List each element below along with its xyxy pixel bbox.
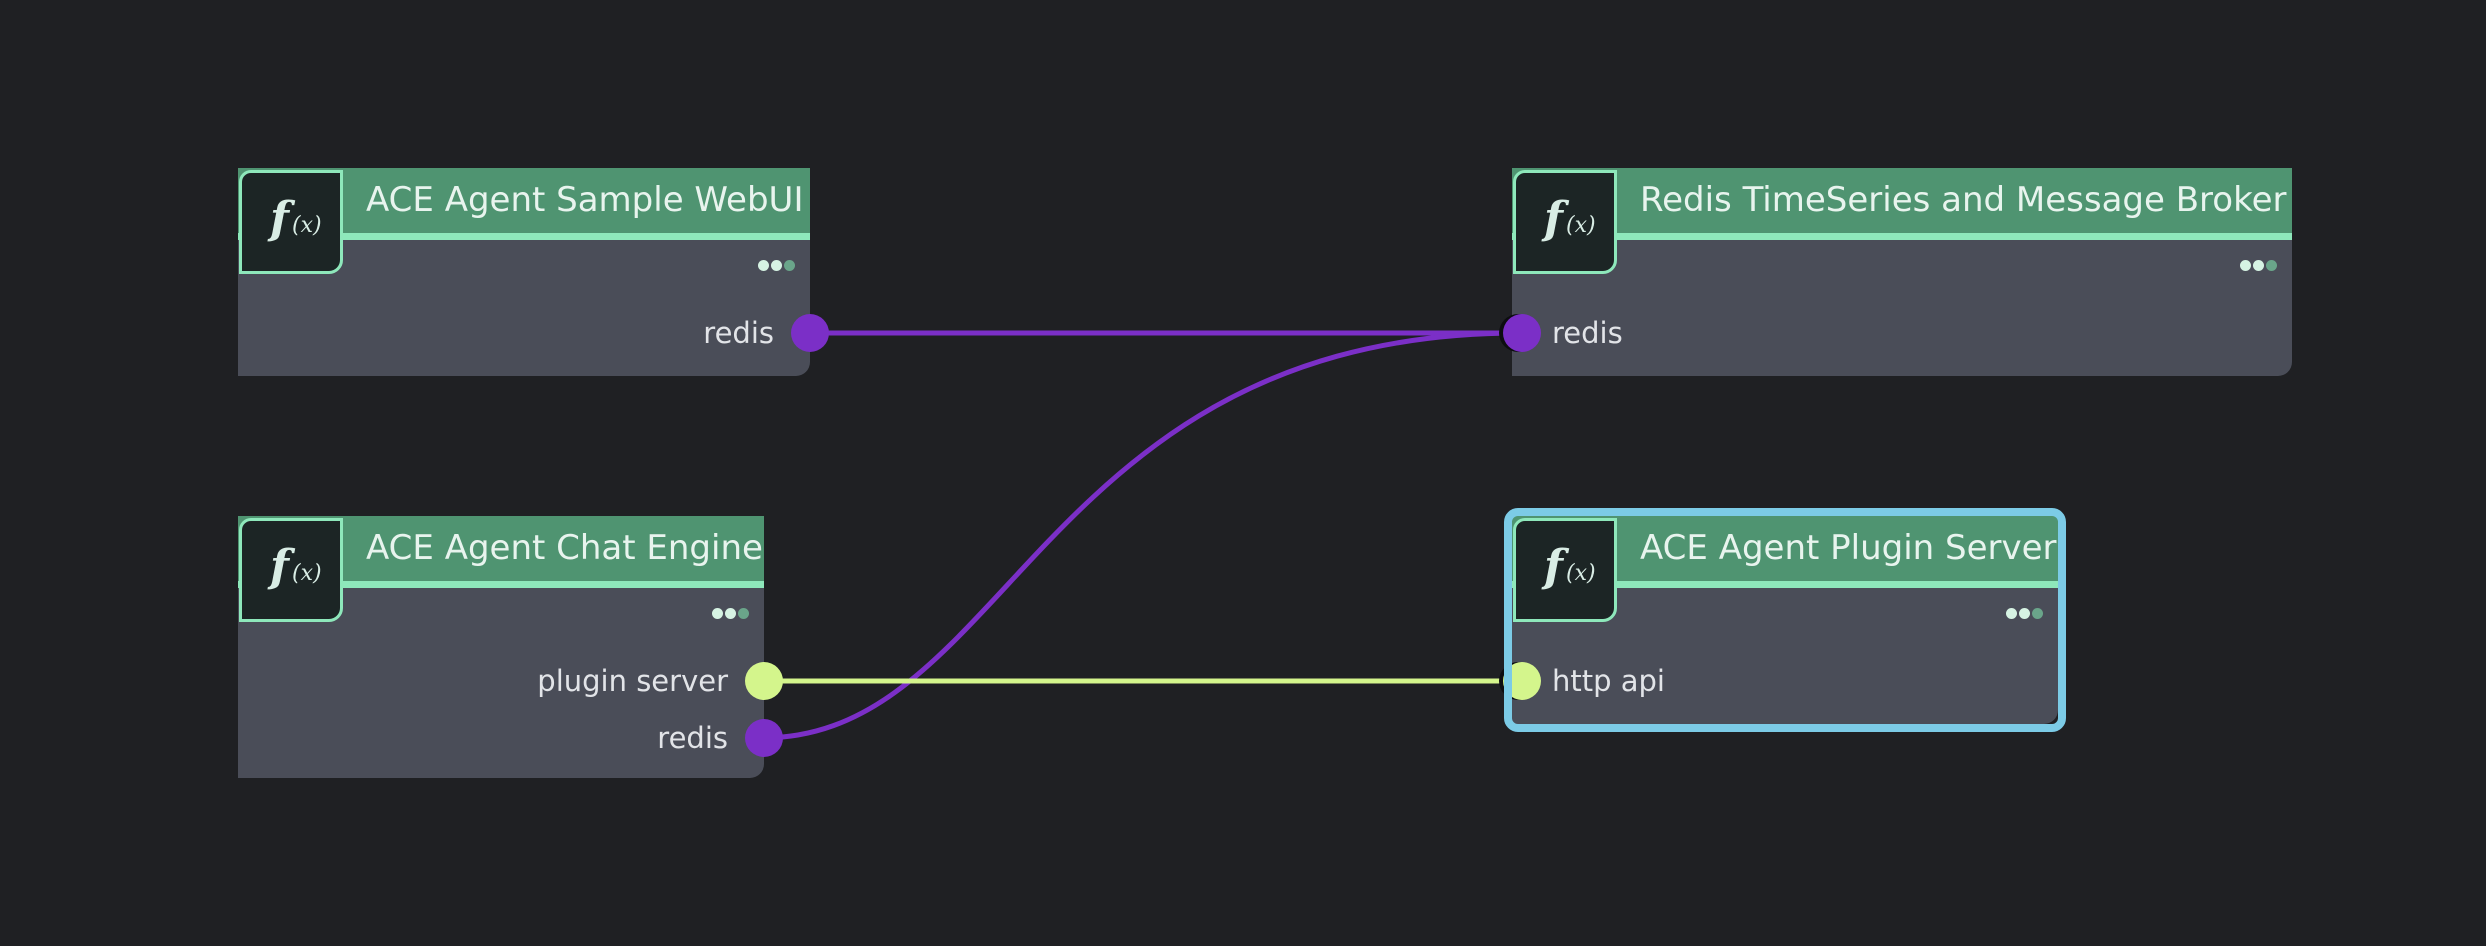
node-ace-agent-sample-webui[interactable]: ACE Agent Sample WebUI f (x) redis bbox=[238, 168, 829, 376]
output-port-label-plugin-server: plugin server bbox=[537, 664, 728, 698]
more-options-icon[interactable] bbox=[758, 260, 798, 272]
input-port-redis[interactable] bbox=[1503, 314, 1541, 352]
function-icon: f (x) bbox=[1513, 518, 1617, 622]
function-icon: f (x) bbox=[239, 518, 343, 622]
node-title: Redis TimeSeries and Message Broker bbox=[1640, 180, 2287, 220]
node-body bbox=[1512, 240, 2292, 376]
output-port-label-redis: redis bbox=[657, 721, 728, 755]
input-port-http-api[interactable] bbox=[1503, 662, 1541, 700]
wire-chat-redis-to-broker-redis[interactable] bbox=[761, 330, 1521, 741]
more-options-icon[interactable] bbox=[712, 608, 752, 620]
node-ace-agent-plugin-server[interactable]: ACE Agent Plugin Server f (x) http api bbox=[1503, 508, 2066, 732]
input-port-label-http-api: http api bbox=[1552, 664, 1665, 698]
more-options-icon[interactable] bbox=[2006, 608, 2046, 620]
node-title: ACE Agent Plugin Server bbox=[1640, 528, 2057, 568]
output-port-redis[interactable] bbox=[745, 719, 783, 757]
node-title: ACE Agent Chat Engine bbox=[366, 528, 763, 568]
output-port-plugin-server[interactable] bbox=[745, 662, 783, 700]
input-port-label-redis: redis bbox=[1552, 316, 1623, 350]
output-port-label-redis: redis bbox=[703, 316, 774, 350]
node-redis-timeseries-broker[interactable]: Redis TimeSeries and Message Broker f (x… bbox=[1503, 168, 2292, 376]
node-title: ACE Agent Sample WebUI bbox=[366, 180, 804, 220]
node-header[interactable]: Redis TimeSeries and Message Broker bbox=[1512, 168, 2292, 240]
function-icon: f (x) bbox=[239, 170, 343, 274]
more-options-icon[interactable] bbox=[2240, 260, 2280, 272]
output-port-redis[interactable] bbox=[791, 314, 829, 352]
node-ace-agent-chat-engine[interactable]: ACE Agent Chat Engine f (x) plugin serve… bbox=[238, 516, 783, 778]
function-icon: f (x) bbox=[1513, 170, 1617, 274]
